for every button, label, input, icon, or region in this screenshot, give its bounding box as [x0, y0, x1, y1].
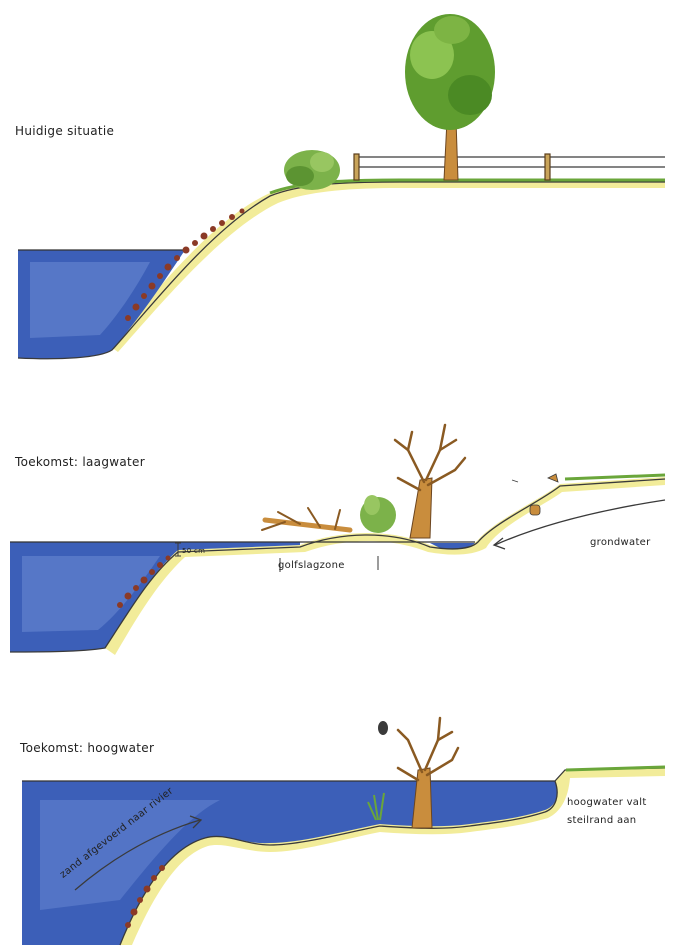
panel-title-current: Huidige situatie	[15, 124, 114, 138]
high-water-label-line2: steilrand aan	[567, 815, 636, 826]
dead-tree	[395, 425, 465, 538]
tree	[405, 14, 495, 180]
fallen-tree	[262, 508, 350, 530]
groundwater-label: grondwater	[590, 537, 651, 548]
panel-title-high-water: Toekomst: hoogwater	[20, 741, 154, 755]
panel-current-situation	[18, 14, 665, 359]
shrub	[360, 495, 396, 533]
panel-title-low-water: Toekomst: laagwater	[15, 455, 145, 469]
shrub	[284, 150, 340, 190]
bird-on-tree	[378, 721, 388, 735]
depth-label: 50 cm	[182, 547, 205, 555]
wave-zone-label: golfslagzone	[278, 560, 345, 571]
fence	[354, 154, 665, 180]
bank-ground	[108, 180, 665, 352]
high-water-label-line1: hoogwater valt	[567, 797, 647, 808]
